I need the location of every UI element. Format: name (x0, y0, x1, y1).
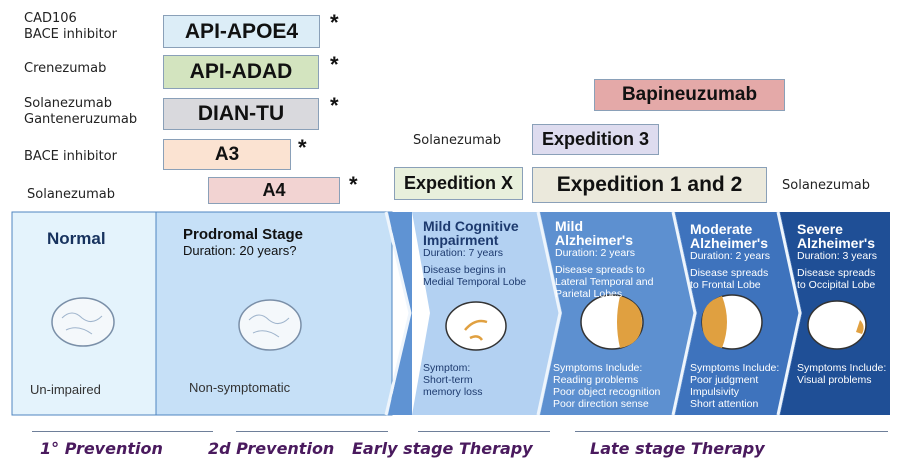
phase-divider (418, 431, 550, 432)
stage-desc: Lateral Temporal and (555, 276, 654, 288)
stage-duration: Duration: 3 years (797, 250, 877, 262)
drug-label: Solanezumab (27, 187, 115, 202)
stage-mci: Mild Cognitive Impairment Duration: 7 ye… (423, 219, 526, 288)
asterisk-marker: * (330, 10, 339, 35)
stage-mild: Mild Alzheimer's Duration: 2 years Disea… (555, 219, 653, 300)
drug-label: Solanezumab (782, 178, 870, 193)
phase-early-therapy: Early stage Therapy (352, 439, 533, 458)
stage-desc: Medial Temporal Lobe (423, 276, 527, 288)
symptom-text: Symptoms Include: (690, 362, 780, 374)
stage-prodromal: Prodromal Stage Duration: 20 years? (183, 226, 303, 258)
asterisk-marker: * (330, 93, 339, 118)
drug-label: Solanezumab (413, 133, 501, 148)
asterisk-marker: * (330, 52, 339, 77)
symptom-text: Reading problems (553, 374, 639, 386)
symptom-text: memory loss (423, 386, 483, 398)
brain-icon (51, 297, 115, 347)
stage-desc: Disease spreads (690, 267, 769, 279)
trial-api-apoe4: API-APOE4 (163, 15, 320, 48)
drug-name: BACE inhibitor (24, 27, 117, 42)
phase-secondary-prevention: 2d Prevention (208, 439, 335, 458)
stage-moderate-symptoms: Symptoms Include: Poor judgment Impulsiv… (690, 362, 779, 410)
stage-title: Mild (555, 218, 583, 234)
stage-title: Mild Cognitive (423, 218, 519, 234)
trial-expedition-3: Expedition 3 (532, 124, 659, 155)
asterisk-marker: * (349, 172, 358, 197)
trial-dian-tu: DIAN-TU (163, 98, 319, 130)
trial-bapineuzumab: Bapineuzumab (594, 79, 785, 111)
phase-divider (236, 431, 388, 432)
stage-duration: Duration: 2 years (555, 247, 635, 259)
stage-mci-symptoms: Symptom: Short-term memory loss (423, 362, 483, 398)
drug-name: Ganteneruzumab (24, 112, 138, 127)
trial-expedition-x: Expedition X (394, 167, 523, 200)
brain-icon (445, 301, 507, 351)
trial-expedition-1-and-2: Expedition 1 and 2 (532, 167, 767, 203)
stage-title: Impairment (423, 232, 499, 248)
symptom-text: Poor judgment (690, 374, 759, 386)
brain-icon (701, 294, 763, 350)
symptom-text: Symptoms Include: (797, 362, 887, 374)
phase-late-therapy: Late stage Therapy (590, 439, 765, 458)
stage-desc: to Frontal Lobe (690, 279, 761, 291)
stage-desc: Disease begins in (423, 264, 506, 276)
symptom-text: Short attention (690, 398, 759, 410)
chevron-arrow (388, 212, 412, 415)
stage-desc: Parietal Lobes (555, 288, 623, 300)
brain-icon (807, 300, 867, 350)
symptom-text: Poor object recognition (553, 386, 661, 398)
stage-duration: Duration: 2 years (690, 250, 770, 262)
stage-prodromal-note: Non-symptomatic (189, 380, 291, 395)
stage-desc: Disease spreads to (555, 264, 645, 276)
symptom-text: Symptoms Include: (553, 362, 643, 374)
stage-title: Alzheimer's (690, 235, 769, 251)
stage-desc: Disease spreads (797, 267, 876, 279)
brain-icon (580, 294, 644, 350)
phase-primary-prevention: 1° Prevention (40, 439, 163, 458)
trial-a4: A4 (208, 177, 340, 204)
drug-name: CAD106 (24, 11, 77, 26)
drug-label: Crenezumab (24, 61, 107, 76)
stage-mild-symptoms: Symptoms Include: Reading problems Poor … (553, 362, 660, 410)
symptom-text: Visual problems (797, 374, 872, 386)
phase-divider (32, 431, 213, 432)
drug-name: Solanezumab (24, 96, 112, 111)
stage-severe-symptoms: Symptoms Include: Visual problems (797, 362, 886, 386)
trial-api-adad: API-ADAD (163, 55, 319, 89)
stage-normal-title: Normal (47, 229, 106, 248)
symptom-text: Impulsivity (690, 386, 740, 398)
trial-a3: A3 (163, 139, 291, 170)
stage-title: Alzheimer's (555, 232, 634, 248)
stage-title: Moderate (690, 221, 753, 237)
stage-duration: Duration: 20 years? (183, 243, 297, 258)
stage-title: Severe (797, 221, 843, 237)
asterisk-marker: * (298, 135, 307, 160)
brain-icon (238, 299, 302, 351)
stage-title: Alzheimer's (797, 235, 876, 251)
stage-moderate: Moderate Alzheimer's Duration: 2 years D… (690, 222, 770, 291)
symptom-text: Short-term (423, 374, 473, 386)
drug-label: BACE inhibitor (24, 149, 117, 164)
stage-title: Prodromal Stage (183, 226, 304, 243)
symptom-text: Symptom: (423, 362, 471, 374)
stage-desc: to Occipital Lobe (797, 279, 876, 291)
stage-normal-note: Un-impaired (30, 382, 101, 397)
phase-divider (575, 431, 888, 432)
symptom-text: Poor direction sense (553, 398, 649, 410)
stage-duration: Duration: 7 years (423, 247, 503, 259)
stage-severe: Severe Alzheimer's Duration: 3 years Dis… (797, 222, 877, 291)
